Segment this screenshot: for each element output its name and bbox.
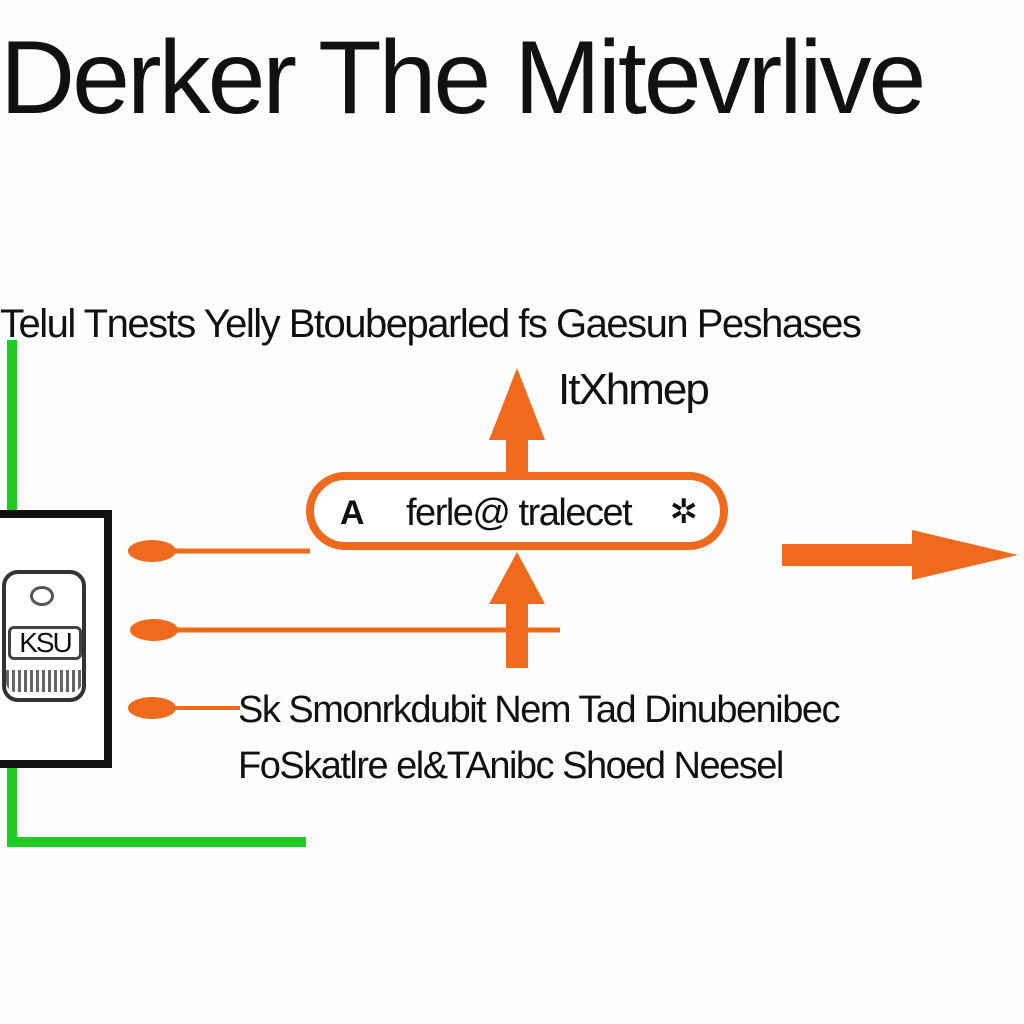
node-left-mark: A <box>340 494 365 532</box>
node-label: ferle@ tralecet <box>406 492 633 534</box>
input-dot-2 <box>130 619 178 641</box>
bottom-label-line-1: Sk Smonrkdubit Nem Tad Dinubenibec <box>238 689 840 731</box>
input-dot-1 <box>128 540 176 562</box>
lower-arrow-shaft <box>506 600 528 668</box>
output-arrow-shaft <box>782 544 922 566</box>
device-knob-icon <box>30 586 54 606</box>
lower-arrow-head <box>489 552 545 604</box>
bottom-label-line-2: FoSkatlre el&TAnibc Shoed Neesel <box>238 745 784 787</box>
output-arrow-head <box>912 530 1018 580</box>
gear-icon: ✲ <box>669 493 699 531</box>
up-arrow-head <box>489 368 545 440</box>
up-arrow-shaft <box>506 430 528 474</box>
device-label: KSU <box>8 626 82 660</box>
device-grille <box>6 670 82 692</box>
green-bracket-line <box>7 340 306 847</box>
device-panel: KSU <box>2 570 86 702</box>
input-dot-3 <box>128 697 176 719</box>
top-label: ItXhmep <box>558 365 710 414</box>
device-box: KSU <box>0 510 112 768</box>
central-node[interactable]: A ferle@ tralecet ✲ <box>306 472 728 550</box>
diagram-subtitle: Telul Tnests Yelly Btoubeparled fs Gaesu… <box>0 302 862 346</box>
diagram-title: Derker The Mitevrlive <box>0 20 926 136</box>
